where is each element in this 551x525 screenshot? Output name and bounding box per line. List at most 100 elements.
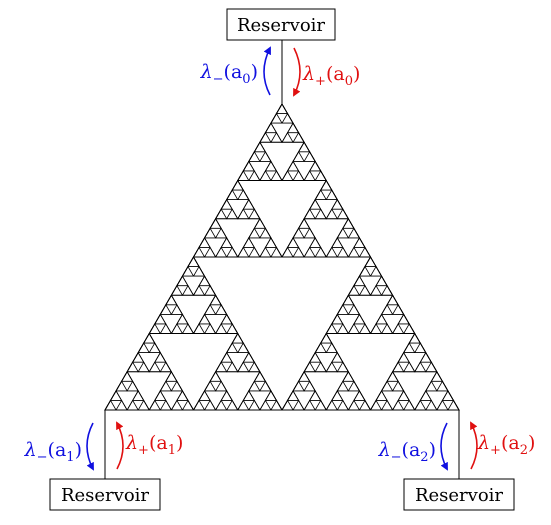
gasket-triangle — [380, 399, 394, 411]
gasket-triangle — [353, 390, 366, 401]
gasket-triangle — [292, 399, 305, 411]
gasket-triangle — [292, 170, 305, 181]
gasket-triangle — [347, 323, 361, 334]
gasket-triangle — [159, 361, 173, 373]
gasket-triangle — [148, 323, 162, 334]
gasket-triangle — [203, 323, 217, 334]
gasket-triangle — [242, 351, 256, 363]
reservoir-bottom-left: Reservoir — [49, 478, 161, 511]
gasket-triangle — [170, 399, 184, 411]
gasket-triangle — [331, 198, 344, 210]
gasket-triangle — [425, 380, 438, 392]
rate-minus-a0: λ−(a0) — [200, 61, 258, 87]
reservoir-label: Reservoir — [61, 485, 149, 506]
gasket-triangle — [281, 399, 294, 411]
gasket-triangle — [342, 294, 355, 306]
gasket-triangle — [248, 246, 261, 258]
gasket-triangle — [154, 351, 167, 363]
gasket-triangle — [358, 323, 372, 334]
gasket-triangle — [419, 351, 433, 363]
gasket-triangle — [397, 313, 410, 325]
gasket-triangle — [137, 342, 150, 354]
gasket-triangle — [181, 265, 195, 277]
gasket-triangle — [159, 380, 173, 392]
gasket-triangle — [336, 323, 350, 334]
gasket-triangle — [303, 151, 316, 162]
gasket-triangle — [292, 151, 305, 162]
gasket-triangle — [336, 246, 350, 258]
gasket-triangle — [325, 189, 339, 201]
gasket-triangle — [303, 361, 316, 373]
gasket-triangle — [264, 122, 278, 134]
gasket-triangle — [176, 313, 189, 325]
gasket-triangle — [314, 342, 327, 354]
reservoir-top: Reservoir — [226, 8, 336, 41]
gasket-triangle — [292, 380, 305, 392]
gasket-triangle — [209, 294, 222, 306]
gasket-triangle — [270, 112, 283, 124]
gasket-triangle — [414, 342, 427, 354]
gasket-triangle — [259, 131, 272, 143]
reservoir-label: Reservoir — [415, 485, 503, 506]
gasket-triangle — [286, 122, 300, 134]
gasket-triangle — [303, 170, 316, 181]
gasket-triangle — [259, 246, 272, 258]
gasket-triangle — [214, 361, 228, 373]
gasket-triangle — [358, 284, 372, 296]
sierpinski-gasket — [104, 103, 460, 411]
gasket-triangle — [214, 323, 228, 334]
gasket-triangle — [297, 141, 311, 153]
gasket-triangle — [369, 399, 383, 411]
gasket-triangle — [109, 390, 123, 401]
gasket-triangle — [225, 246, 239, 258]
gasket-triangle — [314, 361, 327, 373]
gasket-triangle — [203, 246, 217, 258]
gasket-triangle — [181, 284, 195, 296]
gasket-triangle — [131, 390, 145, 401]
gasket-triangle — [347, 284, 361, 296]
reservoir-bottom-right: Reservoir — [403, 478, 515, 511]
gasket-triangle — [231, 179, 244, 191]
gasket-triangle — [203, 227, 217, 239]
gasket-triangle — [198, 237, 211, 248]
outflow-arrow-a1 — [86, 422, 94, 471]
gasket-triangle — [115, 380, 128, 392]
gasket-triangle — [148, 361, 162, 373]
gasket-triangle — [214, 246, 228, 258]
gasket-triangle — [364, 256, 377, 267]
gasket-triangle — [358, 265, 372, 277]
rate-plus-a2: λ+(a2) — [477, 432, 535, 458]
gasket-triangle — [231, 332, 244, 344]
gasket-triangle — [414, 399, 427, 411]
gasket-triangle — [209, 217, 222, 229]
gasket-triangle — [308, 351, 322, 363]
gasket-triangle — [225, 361, 239, 373]
gasket-triangle — [214, 380, 228, 392]
gasket-triangle — [137, 399, 150, 411]
gasket-triangle — [391, 323, 405, 334]
gasket-triangle — [203, 304, 217, 315]
gasket-triangle — [225, 399, 239, 411]
gasket-triangle — [159, 399, 173, 411]
gasket-triangle — [347, 246, 361, 258]
gasket-triangle — [237, 208, 250, 220]
gasket-triangle — [303, 246, 316, 258]
gasket-triangle — [248, 380, 261, 392]
gasket-triangle — [281, 131, 294, 143]
gasket-triangle — [270, 131, 283, 143]
gasket-triangle — [286, 237, 300, 248]
gasket-triangle — [253, 141, 267, 153]
gasket-triangle — [314, 189, 327, 201]
gasket-triangle — [353, 237, 366, 248]
gasket-triangle — [198, 313, 211, 325]
gasket-triangle — [308, 160, 322, 172]
gasket-triangle — [225, 208, 239, 220]
gasket-triangle — [347, 304, 361, 315]
gasket-triangle — [237, 189, 250, 201]
gasket-triangle — [380, 304, 394, 315]
gasket-triangle — [131, 351, 145, 363]
gasket-triangle — [436, 399, 449, 411]
gasket-triangle — [181, 399, 195, 411]
gasket-triangle — [192, 323, 206, 334]
gasket-triangle — [386, 294, 399, 306]
